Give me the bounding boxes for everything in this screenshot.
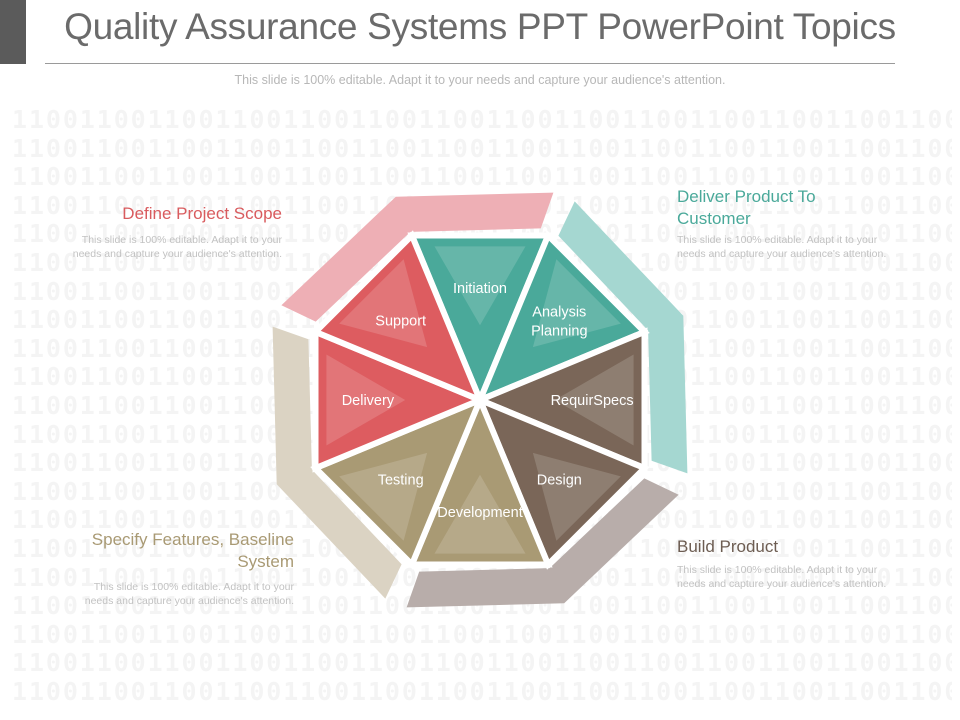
- segment-bevel: [339, 259, 428, 348]
- segment-label: Testing: [378, 472, 424, 488]
- outer-ring-tan: [272, 326, 402, 599]
- callout-text-define-scope: This slide is 100% editable. Adapt it to…: [72, 234, 282, 260]
- segment-bevel: [434, 246, 526, 326]
- segment-label: Support: [375, 314, 426, 330]
- callout-text-deliver-product: This slide is 100% editable. Adapt it to…: [677, 234, 887, 260]
- segment-bevel: [554, 354, 634, 446]
- segment-label: Design: [537, 472, 582, 488]
- slide-subtitle: This slide is 100% editable. Adapt it to…: [234, 73, 726, 87]
- segment-bevel: [532, 452, 621, 541]
- segment-label: RequirSpecs: [551, 393, 634, 409]
- callout-text-build-product: This slide is 100% editable. Adapt it to…: [677, 564, 887, 590]
- segment-bevel: [339, 452, 428, 541]
- slide-title: Quality Assurance Systems PPT PowerPoint…: [64, 6, 896, 47]
- callout-title-deliver-product: Deliver Product To Customer: [677, 187, 816, 228]
- segment-bevel: [326, 354, 406, 446]
- callout-title-specify-features: Specify Features, Baseline System: [91, 530, 294, 571]
- callout-text-specify-features: This slide is 100% editable. Adapt it to…: [84, 581, 294, 607]
- outer-ring-teal: [558, 201, 688, 474]
- segment-label: Delivery: [342, 393, 395, 409]
- callout-title-build-product: Build Product: [677, 537, 779, 556]
- segment-label: Initiation: [453, 281, 507, 297]
- outer-ring-red: [281, 192, 554, 322]
- corner-accent: [0, 0, 26, 64]
- segment-bevel: [532, 259, 621, 348]
- callout-title-define-scope: Define Project Scope: [122, 204, 282, 223]
- segment-label: Development: [437, 505, 522, 521]
- outer-ring-gray: [406, 478, 679, 608]
- segment-bevel: [434, 474, 526, 554]
- title-divider: [45, 63, 895, 64]
